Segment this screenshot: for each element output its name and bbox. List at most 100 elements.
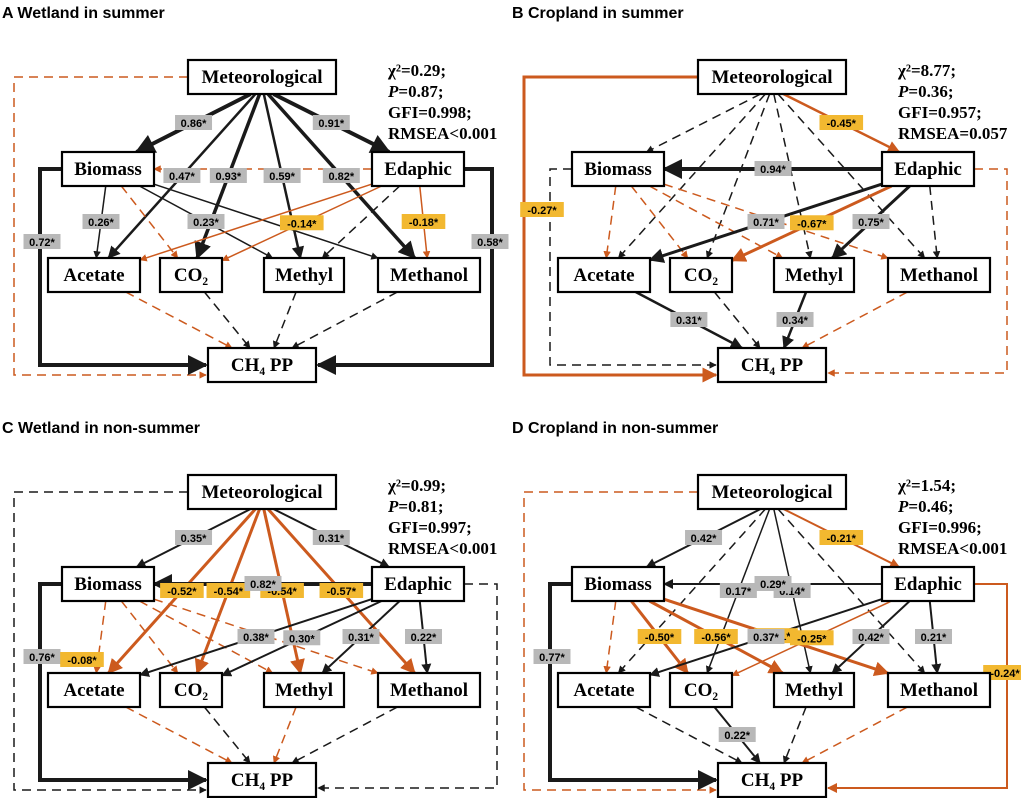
fit-statistic: χ²=1.54; (897, 476, 956, 495)
panel-3: D Cropland in non-summerχ²=1.54;P=0.46;G… (512, 420, 1021, 798)
path-meo-to-ch4 (291, 706, 398, 764)
panel-0: A Wetland in summerχ²=0.29;P=0.87;GFI=0.… (2, 5, 509, 384)
node-label: Methanol (390, 680, 468, 701)
path-bio-to-ace (603, 600, 617, 674)
coefficient-badge (263, 168, 301, 183)
node-mey: Methyl (772, 256, 856, 294)
path-co2-to-ch4 (203, 706, 251, 764)
path-bio-to-meo (153, 598, 379, 675)
coefficient-label: 0.86* (181, 118, 207, 130)
path-eda-to-ch4 (317, 583, 498, 792)
node-co2: CO₂ (158, 256, 224, 294)
coefficient-badge (520, 202, 564, 217)
path-coefficient: -0.24* (983, 665, 1021, 680)
path-met-to-ch4 (523, 491, 717, 794)
node-label: Methyl (785, 265, 843, 286)
path-coefficient: 0.82* (322, 168, 360, 183)
path-eda-to-ch4 (827, 583, 1008, 793)
coefficient-label: 0.82* (328, 171, 354, 183)
coefficient-badge (819, 115, 864, 130)
coefficient-badge (718, 727, 756, 742)
coefficient-badge (23, 649, 61, 664)
node-met: Meteorological (186, 58, 338, 96)
node-box (60, 150, 156, 188)
node-mey: Methyl (772, 671, 856, 709)
path-coefficient: 0.22* (405, 629, 442, 644)
path-coefficient: 0.71* (747, 214, 785, 229)
coefficient-badge (754, 576, 792, 591)
node-label: Acetate (573, 680, 634, 701)
fit-statistic: χ²=0.99; (387, 476, 446, 495)
path-coefficient: -0.56* (694, 629, 738, 644)
path-coefficient: 0.86* (175, 115, 213, 130)
path-coefficient: 0.31* (670, 312, 708, 327)
coefficient-label: -0.57* (327, 586, 357, 598)
coefficient-label: -0.56* (701, 632, 731, 644)
node-eda: Edaphic (370, 150, 466, 188)
path-bio-to-meo (153, 183, 379, 260)
coefficient-label: 0.38* (243, 632, 269, 644)
node-label: CO₂ (684, 680, 719, 701)
labels-layer: 0.35*-0.52*-0.54*-0.54*-0.57*0.31*0.82*0… (23, 530, 442, 667)
path-bio-to-ch4 (38, 167, 208, 375)
node-box (716, 761, 828, 798)
path-met-to-meo (777, 508, 926, 674)
node-ch4: CH₄ PP (716, 346, 828, 384)
coefficient-label: 0.30* (289, 633, 315, 645)
path-met-to-ch4 (13, 491, 207, 794)
coefficient-label: 0.58* (477, 237, 503, 249)
node-box (570, 565, 666, 603)
node-ace: Acetate (46, 256, 142, 294)
node-label: Methanol (390, 265, 468, 286)
node-box (206, 346, 318, 384)
panel-title: C Wetland in non-summer (2, 420, 200, 437)
node-box (886, 671, 992, 709)
node-box (370, 150, 466, 188)
coefficient-label: 0.42* (691, 533, 717, 545)
coefficient-label: -0.08* (67, 655, 97, 667)
node-meo: Methanol (886, 671, 992, 709)
node-label: CO₂ (174, 265, 209, 286)
fit-statistic: RMSEA<0.001 (388, 539, 497, 558)
coefficient-badge (244, 576, 282, 591)
coefficient-badge (983, 665, 1021, 680)
coefficient-label: 0.72* (29, 237, 55, 249)
coefficient-badge (209, 168, 247, 183)
node-label: Edaphic (894, 159, 962, 180)
coefficient-label: 0.47* (169, 171, 195, 183)
coefficient-badge (685, 530, 723, 545)
fit-statistic: RMSEA=0.057 (898, 124, 1008, 143)
coefficient-badge (175, 530, 213, 545)
path-mey-to-ch4 (782, 706, 807, 764)
path-co2-to-ch4 (203, 291, 251, 349)
path-coefficient: 0.91* (312, 115, 350, 130)
labels-layer: -0.45*-0.27*0.94*0.71*-0.67*0.75*0.31*0.… (520, 115, 890, 327)
path-coefficient: 0.75* (852, 214, 890, 229)
coefficient-label: -0.45* (827, 118, 857, 130)
coefficient-badge (719, 583, 757, 598)
path-eda-to-ch4 (316, 167, 494, 375)
path-eda-to-mey (321, 185, 401, 259)
coefficient-label: 0.75* (858, 217, 884, 229)
labels-layer: 0.86*0.47*0.93*0.59*0.82*0.91*0.26*0.23*… (23, 115, 509, 249)
path-ace-to-ch4 (125, 706, 233, 764)
path-coefficient: -0.67* (789, 215, 834, 231)
node-box (772, 256, 856, 294)
coefficient-badge (322, 168, 360, 183)
node-mey: Methyl (262, 671, 346, 709)
coefficient-badge (60, 652, 104, 667)
node-meo: Methanol (376, 671, 482, 709)
path-bio-to-ace (603, 185, 617, 259)
path-bio-to-co2 (630, 185, 689, 259)
coefficient-label: 0.77* (539, 652, 565, 664)
node-label: Meteorological (712, 482, 833, 503)
node-label: CO₂ (684, 265, 719, 286)
path-coefficient: 0.31* (312, 530, 350, 545)
coefficient-label: 0.22* (724, 730, 750, 742)
coefficient-badge (312, 115, 350, 130)
path-met-to-mey (773, 93, 813, 259)
path-bio-to-mey (139, 600, 274, 674)
